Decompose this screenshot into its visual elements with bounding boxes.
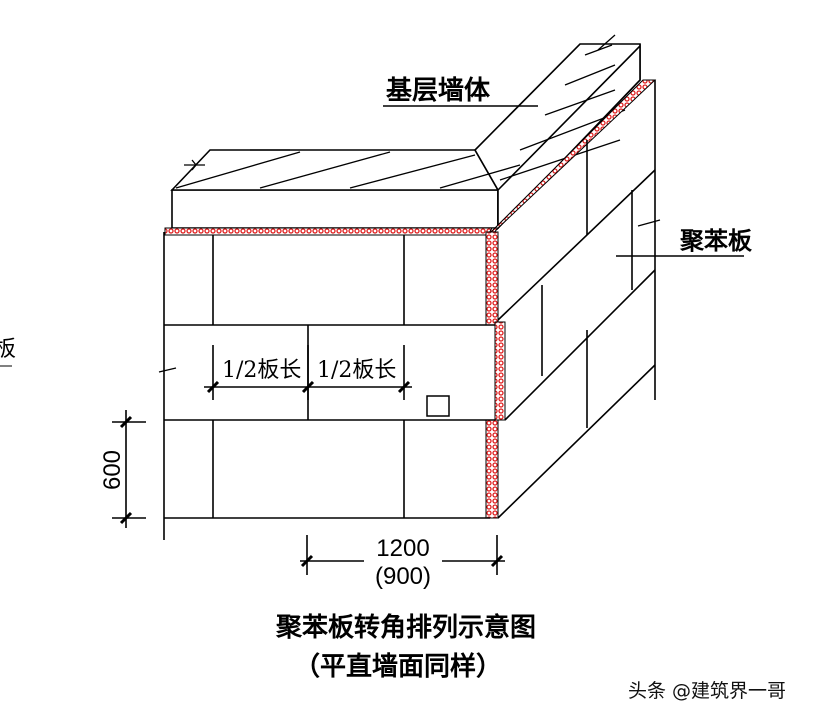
- half-board-dimension: [204, 345, 412, 400]
- half-board-left-label: 1/2板长: [222, 358, 301, 383]
- base-wall-slab: [170, 43, 641, 230]
- break-mark-icon: [184, 34, 616, 171]
- watermark: 头条 @建筑界一哥: [628, 680, 787, 702]
- break-mark-icon: [158, 219, 661, 373]
- width-dimension: [300, 535, 505, 575]
- base-wall-label: 基层墙体: [386, 76, 491, 106]
- eps-insulation-layer: [164, 79, 657, 519]
- height-dimension: [112, 410, 146, 528]
- diagram-title: 聚苯板转角排列示意图: [275, 612, 536, 643]
- width-alt-dim-label: (900): [375, 563, 431, 590]
- partial-left-label: 板: [0, 337, 16, 362]
- front-face-boards: [163, 232, 495, 540]
- half-board-right-label: 1/2板长: [317, 358, 396, 383]
- side-face-boards: [497, 80, 656, 519]
- diagram-subtitle: （平直墙面同样）: [294, 651, 502, 682]
- height-dim-label: 600: [99, 450, 126, 490]
- eps-board-label: 聚苯板: [679, 226, 753, 255]
- anchor-square: [426, 395, 450, 417]
- width-dim-label: 1200: [376, 535, 429, 562]
